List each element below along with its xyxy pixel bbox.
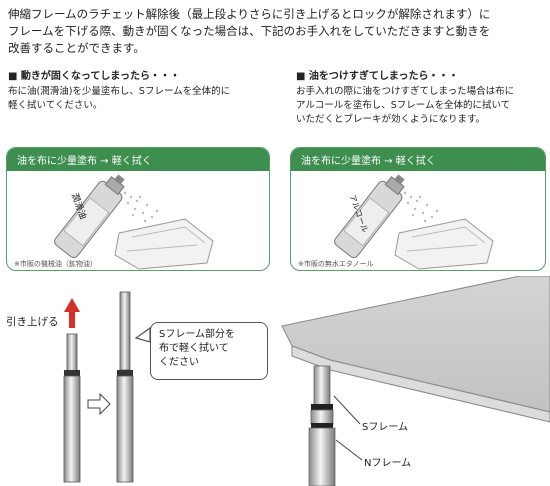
pull-up-label: 引き上げる <box>6 316 59 328</box>
intro-line-2: フレームを下げる際、動きが固くなった場合は、下記のお手入れをしていただきますと動… <box>8 24 491 38</box>
oil-note: ※市販の機械油（鉱物油） <box>14 260 97 268</box>
too-much-oil-text-2: アルコールを塗布し、Sフレームを全体的に拭いて <box>296 100 511 111</box>
frame-diagram <box>63 276 550 486</box>
wipe-callout: Sフレーム部分を 布で軽く拭いて ください <box>150 322 268 380</box>
stiff-movement-text-2: 軽く拭いてください。 <box>8 100 103 111</box>
stiff-movement-section: ■ 動きが固くなってしまったら・・・ 布に油(潤滑油)を少量塗布し、Sフレームを… <box>8 70 258 113</box>
alcohol-wipe-panel-title: 油を布に少量塗布 → 軽く拭く <box>291 148 545 171</box>
pull-up-arrow <box>64 298 80 328</box>
too-much-oil-text-3: いただくとブレーキが効くようになります。 <box>296 114 486 125</box>
oil-wipe-panel-title: 油を布に少量塗布 → 軽く拭く <box>7 148 269 171</box>
oil-spray-illustration <box>54 174 214 270</box>
intro-line-1: 伸縮フレームのラチェット解除後（最上段よりさらに引き上げるとロックが解除されます… <box>8 7 491 21</box>
alcohol-note: ※市販の無水エタノール <box>298 260 374 268</box>
intro-line-3: 改善することができます。 <box>8 41 145 55</box>
callout-line-2: 布で軽く拭いて <box>159 343 229 354</box>
stiff-movement-text-1: 布に油(潤滑油)を少量塗布し、Sフレームを全体的に <box>8 86 231 97</box>
too-much-oil-section: ■ 油をつけすぎてしまったら・・・ お手入れの際に油をつけすぎてしまった場合は布… <box>296 70 546 127</box>
n-frame-label: Nフレーム <box>364 458 412 469</box>
alcohol-spray-illustration <box>334 174 494 270</box>
alcohol-wipe-panel: 油を布に少量塗布 → 軽く拭く アルコール ※市販の無水エタノール <box>290 147 546 271</box>
oil-wipe-panel: 油を布に少量塗布 → 軽く拭く 潤滑油 ※市販の機械油（鉱物油） <box>6 147 270 271</box>
too-much-oil-heading: ■ 油をつけすぎてしまったら・・・ <box>296 71 459 82</box>
intro-text: 伸縮フレームのラチェット解除後（最上段よりさらに引き上げるとロックが解除されます… <box>8 6 544 57</box>
transition-arrow <box>87 392 111 416</box>
callout-line-1: Sフレーム部分を <box>159 329 236 340</box>
stiff-movement-heading: ■ 動きが固くなってしまったら・・・ <box>8 71 181 82</box>
callout-line-3: ください <box>159 357 199 368</box>
s-frame-label: Sフレーム <box>362 422 409 433</box>
too-much-oil-text-1: お手入れの際に油をつけすぎてしまった場合は布に <box>296 86 515 97</box>
